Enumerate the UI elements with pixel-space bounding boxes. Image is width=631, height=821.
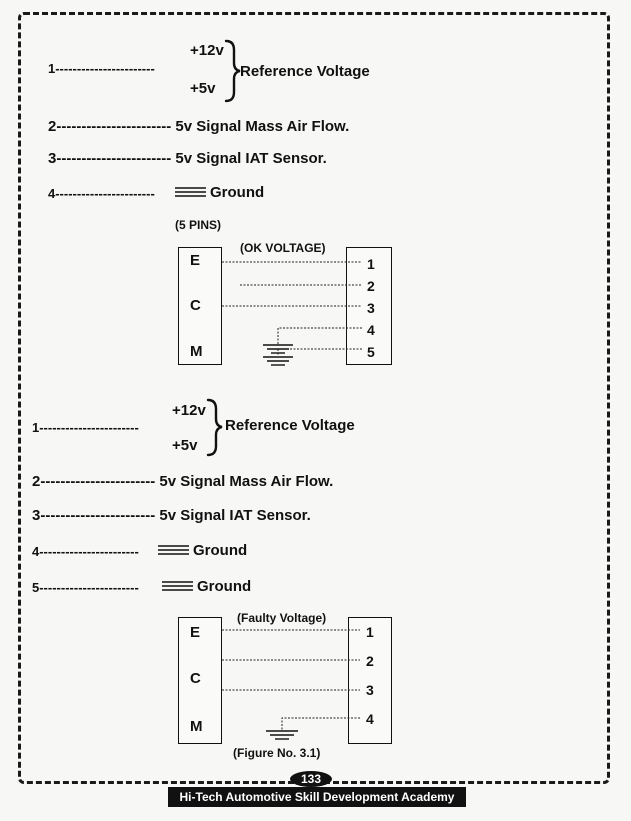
s2-pin-4: 4	[366, 711, 374, 727]
s2-ecm-letter-c: C	[190, 670, 201, 687]
s2-plus12v: +12v	[172, 402, 206, 419]
s2-figure-caption: (Figure No. 3.1)	[233, 746, 321, 760]
s2-ecm-letter-m: M	[190, 718, 203, 735]
s2-item-2: 2----------------------- 5v Signal Mass …	[32, 473, 334, 490]
s1-item-2: 2----------------------- 5v Signal Mass …	[48, 118, 350, 135]
s1-pin-3: 3	[367, 300, 375, 316]
s2-pin-1: 1	[366, 624, 374, 640]
s1-wire-5	[277, 348, 362, 355]
s2-pin-3: 3	[366, 682, 374, 698]
s1-ground-symbol	[175, 187, 206, 197]
s2-ground-label-1: Ground	[193, 542, 248, 559]
s1-diagram-title: (OK VOLTAGE)	[240, 241, 326, 255]
s1-item-3: 3----------------------- 5v Signal IAT S…	[48, 150, 327, 167]
s2-chassis-ground	[266, 730, 298, 740]
academy-footer-banner: Hi-Tech Automotive Skill Development Aca…	[168, 787, 466, 807]
s2-diagram-title: (Faulty Voltage)	[237, 611, 327, 625]
s2-brace	[206, 398, 223, 457]
s1-item-4-number: 4-----------------------	[48, 186, 155, 201]
s1-wire-4	[277, 327, 362, 345]
s1-reference-voltage: Reference Voltage	[240, 63, 370, 80]
s2-wire-4	[281, 717, 360, 730]
s2-plus5v: +5v	[172, 437, 198, 454]
s1-item-1-number: 1-----------------------	[48, 61, 155, 76]
s1-chassis-ground	[263, 344, 293, 366]
s2-item-1-number: 1-----------------------	[32, 420, 139, 435]
s2-ecm-letter-e: E	[190, 624, 201, 641]
s1-pin-5: 5	[367, 344, 375, 360]
s1-ecm-box	[178, 247, 222, 365]
s2-item-5-number: 5-----------------------	[32, 580, 139, 595]
s1-ecm-letter-e: E	[190, 252, 201, 269]
s1-plus12v: +12v	[190, 42, 224, 59]
page-number-badge: 133	[290, 771, 332, 787]
s1-pins-label: (5 PINS)	[175, 218, 222, 232]
s1-pin-1: 1	[367, 256, 375, 272]
s1-pin-4: 4	[367, 322, 375, 338]
s2-ground-symbol-1	[158, 545, 189, 555]
s1-ecm-letter-m: M	[190, 343, 203, 360]
s1-ecm-letter-c: C	[190, 297, 201, 314]
s2-pin-2: 2	[366, 653, 374, 669]
s2-reference-voltage: Reference Voltage	[225, 417, 355, 434]
s1-ground-label: Ground	[210, 184, 265, 201]
s2-connector-box	[348, 617, 392, 744]
s2-ground-symbol-2	[162, 581, 193, 591]
s1-brace	[224, 39, 241, 103]
s2-ecm-box	[178, 617, 222, 744]
s2-item-3: 3----------------------- 5v Signal IAT S…	[32, 507, 311, 524]
s2-item-4-number: 4-----------------------	[32, 544, 139, 559]
s1-pin-2: 2	[367, 278, 375, 294]
s1-plus5v: +5v	[190, 80, 216, 97]
s2-ground-label-2: Ground	[197, 578, 252, 595]
